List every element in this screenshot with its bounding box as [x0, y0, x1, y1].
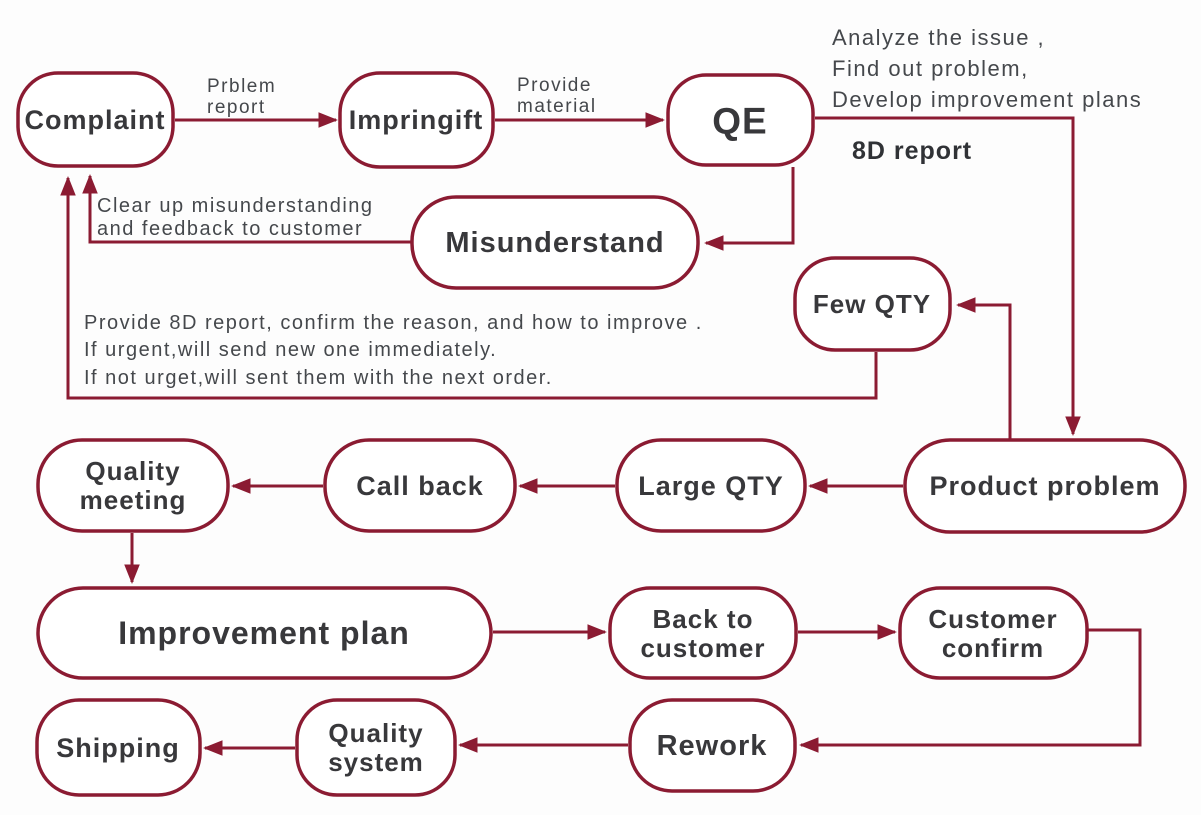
- node-call-back-label: Call back: [356, 471, 484, 501]
- edge-customer-confirm-to-rework: [799, 628, 1142, 753]
- node-quality-system-label-line2: system: [328, 747, 424, 777]
- node-qe-label: QE: [712, 101, 767, 142]
- annotation-provide-8d-line1: Provide 8D report, confirm the reason, a…: [84, 312, 703, 334]
- annotation-provide-8d: Provide 8D report, confirm the reason, a…: [84, 312, 703, 389]
- annotation-clear-up-line1: Clear up misunderstanding: [97, 195, 374, 217]
- node-call-back-shape: [323, 438, 517, 533]
- node-large-qty-label: Large QTY: [638, 471, 784, 501]
- node-customer-confirm-label-line2: confirm: [942, 633, 1044, 663]
- node-impringift-shape: [338, 71, 495, 169]
- node-few-qty: Few QTY: [793, 256, 952, 352]
- edge-label-8d-report-text: 8D report: [852, 137, 972, 165]
- edges: [60, 112, 1142, 756]
- node-quality-system-label-line1: Quality: [328, 718, 423, 748]
- node-complaint-shape: [16, 71, 175, 168]
- node-qe-shape: [666, 73, 815, 167]
- node-back-to-customer-label-line1: Back to: [653, 604, 754, 634]
- node-back-to-customer-label-line2: customer: [640, 633, 765, 663]
- edge-label-problem-report-line2: report: [207, 97, 266, 118]
- edge-label-problem-report: Prblem report: [207, 76, 276, 118]
- edge-qe-to-product-problem: [815, 116, 1081, 436]
- node-back-to-customer: Back to customer: [608, 586, 798, 680]
- edge-few-qty-to-complaint: [60, 176, 878, 400]
- node-quality-meeting-label-line1: Quality: [85, 456, 180, 486]
- node-few-qty-shape: [793, 256, 952, 352]
- node-improvement-plan: Improvement plan: [36, 586, 493, 680]
- node-product-problem-shape: [903, 438, 1187, 534]
- node-quality-system-shape: [295, 698, 457, 797]
- node-product-problem-label: Product problem: [929, 471, 1160, 501]
- node-product-problem: Product problem: [903, 438, 1187, 534]
- node-customer-confirm-label-line1: Customer: [928, 604, 1057, 634]
- node-customer-confirm-shape: [898, 586, 1089, 680]
- node-misunderstand-label: Misunderstand: [445, 227, 664, 259]
- node-few-qty-label: Few QTY: [813, 289, 931, 319]
- node-complaint-label: Complaint: [25, 105, 166, 135]
- edge-product-problem-to-few-qty: [956, 297, 1012, 439]
- node-shipping-shape: [35, 698, 202, 797]
- edge-misunderstand-to-complaint: [82, 174, 412, 244]
- node-complaint: Complaint: [16, 71, 175, 168]
- node-qe: QE: [666, 73, 815, 167]
- node-shipping: Shipping: [35, 698, 202, 797]
- edge-qe-to-misunderstand: [704, 167, 795, 251]
- node-large-qty: Large QTY: [615, 438, 807, 533]
- node-misunderstand: Misunderstand: [410, 195, 700, 290]
- edge-label-8d-report: 8D report: [852, 137, 972, 165]
- annotation-clear-up: Clear up misunderstanding and feedback t…: [97, 195, 374, 240]
- node-customer-confirm: Customer confirm: [898, 586, 1089, 680]
- node-large-qty-shape: [615, 438, 807, 533]
- annotation-qe-actions-line3: Develop improvement plans: [832, 87, 1142, 112]
- node-shipping-label: Shipping: [56, 733, 179, 763]
- edge-label-problem-report-line1: Prblem: [207, 76, 276, 97]
- node-impringift-label: Impringift: [349, 105, 483, 135]
- edge-label-provide-material-line1: Provide: [517, 75, 592, 96]
- annotation-qe-actions: Analyze the issue , Find out problem, De…: [832, 25, 1142, 112]
- node-impringift: Impringift: [338, 71, 495, 169]
- node-quality-meeting: Quality meeting: [36, 438, 230, 533]
- annotation-provide-8d-line2: If urgent,will send new one immediately.: [84, 339, 497, 361]
- annotation-provide-8d-line3: If not urget,will sent them with the nex…: [84, 367, 553, 389]
- node-rework-shape: [628, 698, 797, 793]
- node-quality-meeting-shape: [36, 438, 230, 533]
- annotation-qe-actions-line1: Analyze the issue ,: [832, 25, 1045, 50]
- edge-label-provide-material: Provide material: [517, 75, 597, 117]
- edge-label-provide-material-line2: material: [517, 96, 597, 117]
- annotation-clear-up-line2: and feedback to customer: [97, 218, 363, 240]
- node-improvement-plan-label: Improvement plan: [118, 615, 410, 651]
- node-rework-label: Rework: [657, 730, 768, 762]
- annotation-qe-actions-line2: Find out problem,: [832, 56, 1029, 81]
- node-rework: Rework: [628, 698, 797, 793]
- node-quality-system: Quality system: [295, 698, 457, 797]
- node-improvement-plan-shape: [36, 586, 493, 680]
- node-back-to-customer-shape: [608, 586, 798, 680]
- node-call-back: Call back: [323, 438, 517, 533]
- node-misunderstand-shape: [410, 195, 700, 290]
- node-quality-meeting-label-line2: meeting: [80, 485, 187, 515]
